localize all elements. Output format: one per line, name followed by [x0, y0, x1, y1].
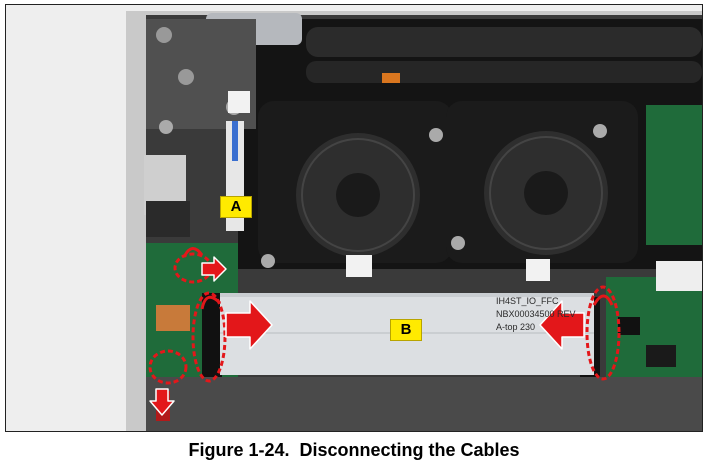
main-board-edge [646, 105, 702, 245]
ffc-label-line-2: NBX00034500 REV [496, 309, 576, 319]
arrow-right-small [201, 256, 227, 282]
figure-title: Disconnecting the Cables [299, 440, 520, 460]
figure-number: Figure 1-24. [188, 440, 290, 460]
callout-a: A [220, 196, 252, 218]
arrow-right-large [225, 300, 273, 350]
arrow-down-small [149, 388, 175, 416]
callout-b: B [390, 319, 422, 341]
ffc-label-line-3: A-top 230 [496, 322, 536, 332]
figure-frame: A B IH4ST_IO_FFC NBX00034500 REV A-top 2… [5, 4, 703, 432]
ffc-label-line-1: IH4ST_IO_FFC [496, 296, 559, 306]
arrow-lift-right [592, 294, 614, 306]
laptop-internals-photo [6, 5, 702, 431]
arrow-lift-a [182, 247, 204, 258]
arrow-left-large [539, 300, 585, 350]
heat-pipe [306, 27, 702, 57]
highlight-ring-right-ffc [585, 285, 621, 381]
highlight-ring-left-ffc [191, 291, 227, 383]
arrow-lift-left [200, 295, 222, 310]
highlight-ring-bottom-connector [148, 349, 188, 385]
figure-caption: Figure 1-24. Disconnecting the Cables [0, 436, 708, 464]
